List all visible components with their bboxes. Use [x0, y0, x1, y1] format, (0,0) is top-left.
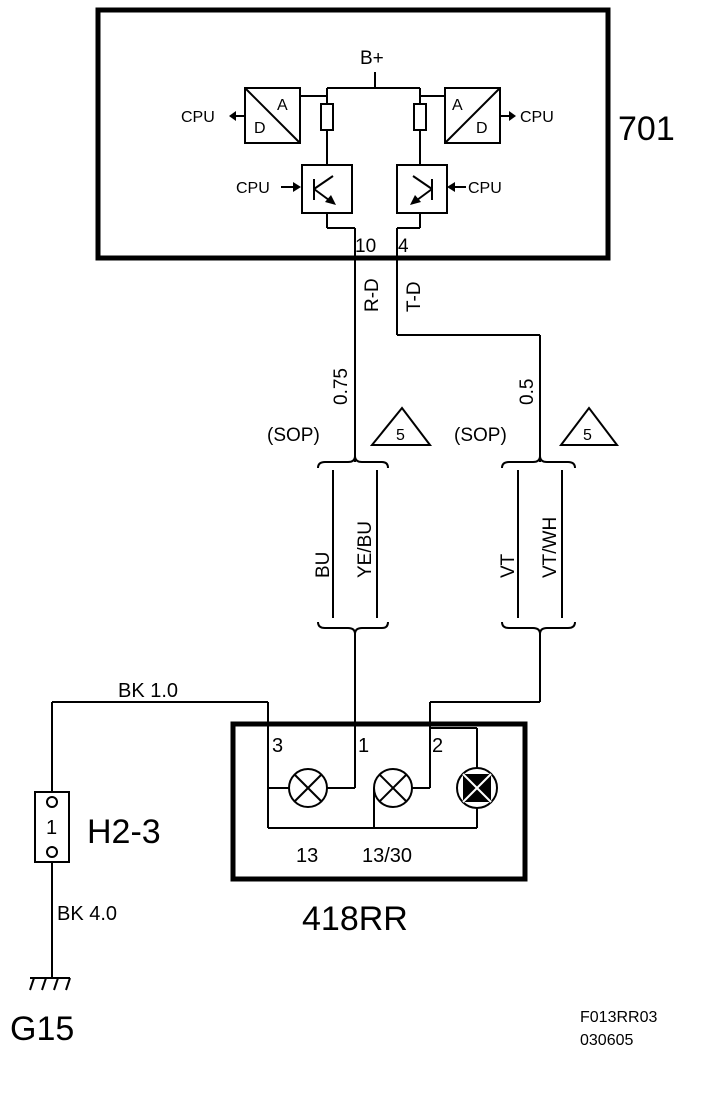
control-module-701: 701 B+ A D CPU A D [95, 7, 675, 261]
right-adc-d: D [476, 120, 488, 137]
lamp-pin-2: 2 [432, 735, 443, 757]
ground-wire-top-label: BK 1.0 [118, 680, 178, 702]
harness-left: (SOP) 5 BU YE/BU [267, 406, 433, 635]
note-triangle-icon [558, 406, 620, 446]
wire-size-right: 0.5 [517, 379, 538, 405]
signal-label-t-d: T-D [404, 281, 425, 312]
reference-code: F013RR03 [580, 1009, 657, 1026]
cpu-label-mid-right: CPU [468, 180, 502, 197]
left-adc-a: A [277, 97, 288, 114]
right-adc-a: A [452, 97, 463, 114]
module-pin-4: 4 [398, 236, 409, 257]
lamp-terminal-13-30: 13/30 [362, 845, 412, 867]
arrow-right-icon [509, 111, 516, 121]
lamp-unit-label: 418RR [302, 900, 408, 938]
ground-wire-bottom-label: BK 4.0 [57, 903, 117, 925]
right-adc: A D CPU [444, 87, 554, 144]
wire-size-left: 0.75 [331, 368, 352, 405]
cpu-label-top-right: CPU [520, 109, 554, 126]
cpu-label-mid-left: CPU [236, 180, 270, 197]
arrow-left-icon [229, 111, 236, 121]
harness-right-brace-top [501, 455, 576, 469]
left-adc-d: D [254, 120, 266, 137]
harness-right: (SOP) 5 VT VT/WH [454, 406, 620, 635]
harness-left-brace-top [317, 455, 389, 469]
harness-right-brace-bottom [501, 621, 576, 635]
lamp-unit-border [230, 721, 528, 882]
left-transistor: CPU [236, 164, 355, 229]
lamp-pin-3: 3 [272, 735, 283, 757]
module-pin-10: 10 [355, 236, 376, 257]
module-701-border [95, 7, 611, 261]
arrow-right-icon [293, 182, 301, 192]
left-resistor [320, 103, 334, 131]
harness-left-color-0: BU [313, 552, 334, 578]
harness-right-note: 5 [583, 427, 592, 444]
harness-left-tag: (SOP) [267, 425, 320, 446]
right-transistor: CPU [396, 164, 502, 229]
module-701-label: 701 [618, 110, 675, 148]
ground-label: G15 [10, 1010, 74, 1048]
signal-label-r-d: R-D [362, 278, 383, 312]
lamp-unit-418rr: 3 1 2 [230, 721, 528, 938]
cpu-label-top-left: CPU [181, 109, 215, 126]
lamp-terminal-13: 13 [296, 845, 318, 867]
harness-left-color-1: YE/BU [355, 521, 376, 578]
lamp-pin-1: 1 [358, 735, 369, 757]
indicator-lamp-icon [456, 767, 498, 809]
lamp-bulb-icon [288, 768, 328, 808]
connector-pin: 1 [46, 817, 57, 839]
supply-label: B+ [360, 48, 384, 69]
harness-right-color-1: VT/WH [540, 517, 561, 578]
arrow-left-icon [447, 182, 455, 192]
ground-symbol-icon [29, 977, 71, 991]
note-triangle-icon [369, 406, 433, 446]
harness-left-brace-bottom [317, 621, 389, 635]
harness-right-color-0: VT [498, 553, 519, 578]
left-adc: A D CPU [181, 87, 301, 144]
connector-h2-3: 1 H2-3 [34, 791, 161, 863]
ground-circuit: BK 1.0 1 H2-3 BK 4.0 G15 [10, 680, 269, 1048]
harness-right-tag: (SOP) [454, 425, 507, 446]
lamp-bulb-icon [373, 768, 413, 808]
harness-left-note: 5 [396, 427, 405, 444]
reference-date: 030605 [580, 1032, 633, 1049]
signal-wires: R-D T-D 0.75 0.5 [331, 228, 541, 462]
connector-label: H2-3 [87, 813, 161, 851]
right-resistor [413, 103, 427, 131]
